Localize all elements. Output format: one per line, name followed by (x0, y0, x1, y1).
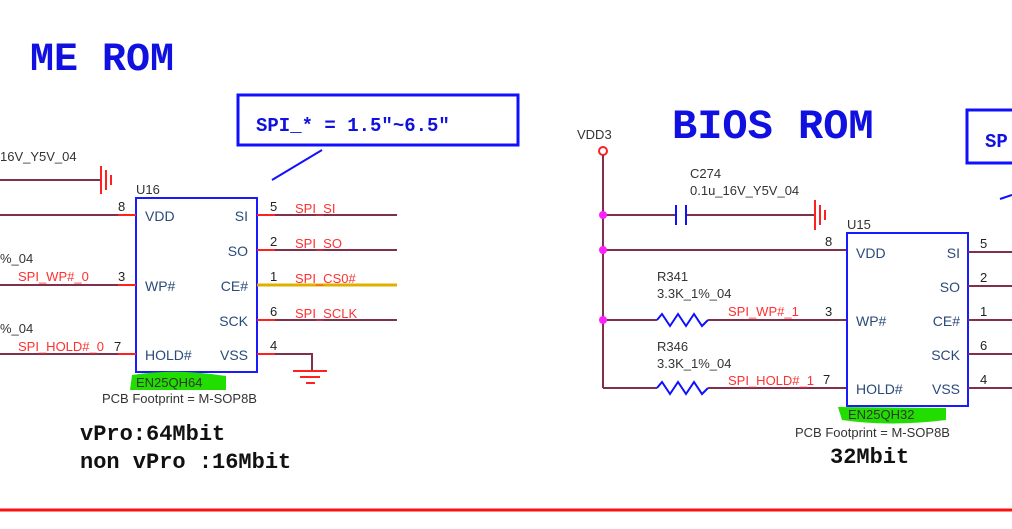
part-highlight (130, 371, 226, 390)
chip-ref-u15: U15 (847, 217, 871, 232)
svg-text:SCK: SCK (931, 347, 960, 363)
svg-text:VSS: VSS (932, 381, 960, 397)
svg-text:4: 4 (980, 372, 987, 387)
svg-text:5: 5 (980, 236, 987, 251)
cap-ref: C274 (690, 166, 721, 181)
capacity-line: vPro:64Mbit (80, 422, 225, 447)
svg-text:VSS: VSS (220, 347, 248, 363)
pin-name: WP# (856, 313, 887, 329)
res-ref: R341 (657, 269, 688, 284)
svg-text:SPI_CS0#: SPI_CS0# (295, 271, 356, 286)
svg-text:1: 1 (980, 304, 987, 319)
u16-right-pins: 5 SPI_SI SI 2 SPI_SO SO 1 SPI_CS0# CE# 6… (219, 199, 397, 384)
pin-number: 3 (825, 304, 832, 319)
bios-rom-section: BIOS ROM SP VDD3 C274 0.1u_16V_Y5V_04 8 … (577, 103, 1012, 470)
net-label: SPI_WP#_1 (728, 304, 799, 319)
resistor-icon (656, 380, 709, 396)
power-net-label: VDD3 (577, 127, 612, 142)
svg-text:SPI_SI: SPI_SI (295, 201, 335, 216)
spi-note-box (965, 108, 1012, 165)
me-rom-section: ME ROM SPI_* = 1.5"~6.5" 16V_Y5V_04 U16 … (0, 38, 520, 475)
net-label: SPI_WP#_0 (18, 269, 89, 284)
bios-rom-title: BIOS ROM (672, 103, 874, 151)
res-value: 3.3K_1%_04 (657, 286, 731, 301)
footprint-u16: PCB Footprint = M-SOP8B (102, 391, 257, 406)
net-label: SPI_HOLD#_1 (728, 373, 814, 388)
capacitor-icon (675, 205, 687, 225)
pin-number: 7 (823, 372, 830, 387)
svg-text:6: 6 (270, 304, 277, 319)
part-highlight (838, 407, 946, 424)
svg-text:5: 5 (270, 199, 277, 214)
part-number-u15: EN25QH32 (848, 407, 914, 422)
svg-text:SI: SI (235, 208, 248, 224)
res-ref: R346 (657, 339, 688, 354)
spi-note-box (236, 93, 520, 147)
svg-text:CE#: CE# (933, 313, 960, 329)
capacity-line: 32Mbit (830, 445, 909, 470)
svg-text:4: 4 (270, 338, 277, 353)
res-value: %_04 (0, 251, 33, 266)
pin-number: 7 (114, 339, 121, 354)
pin-number: 3 (118, 269, 125, 284)
spi-note-text: SPI_* = 1.5"~6.5" (256, 115, 450, 137)
footprint-u15: PCB Footprint = M-SOP8B (795, 425, 950, 440)
svg-text:SPI_SO: SPI_SO (295, 236, 342, 251)
pin-name: WP# (145, 278, 176, 294)
svg-text:SI: SI (947, 245, 960, 261)
pin-name: HOLD# (145, 347, 192, 363)
power-port-icon (598, 146, 608, 156)
pin-name: VDD (145, 208, 175, 224)
chip-ref-u16: U16 (136, 182, 160, 197)
note-pointer (271, 149, 323, 181)
net-label: SPI_HOLD#_0 (18, 339, 104, 354)
svg-text:1: 1 (270, 269, 277, 284)
cap-value: 16V_Y5V_04 (0, 149, 77, 164)
cap-value: 0.1u_16V_Y5V_04 (690, 183, 799, 198)
res-value: %_04 (0, 321, 33, 336)
pin-number: 8 (825, 234, 832, 249)
res-value: 3.3K_1%_04 (657, 356, 731, 371)
pin-name: VDD (856, 245, 886, 261)
ground-icon (814, 200, 826, 230)
svg-text:CE#: CE# (221, 278, 248, 294)
svg-text:2: 2 (980, 270, 987, 285)
spi-note-text: SP (985, 131, 1008, 153)
svg-text:SCK: SCK (219, 313, 248, 329)
svg-text:6: 6 (980, 338, 987, 353)
ground-icon (100, 166, 112, 194)
svg-text:2: 2 (270, 234, 277, 249)
ground-icon (293, 370, 327, 384)
pin-number: 8 (118, 199, 125, 214)
svg-text:SO: SO (940, 279, 960, 295)
pin-name: HOLD# (856, 381, 903, 397)
me-rom-title: ME ROM (30, 38, 174, 83)
capacity-line: non vPro :16Mbit (80, 450, 291, 475)
junction-dots (599, 211, 607, 324)
resistor-icon (656, 312, 709, 328)
part-number-u16: EN25QH64 (136, 375, 202, 390)
svg-text:SPI_SCLK: SPI_SCLK (295, 306, 357, 321)
svg-text:SO: SO (228, 243, 248, 259)
